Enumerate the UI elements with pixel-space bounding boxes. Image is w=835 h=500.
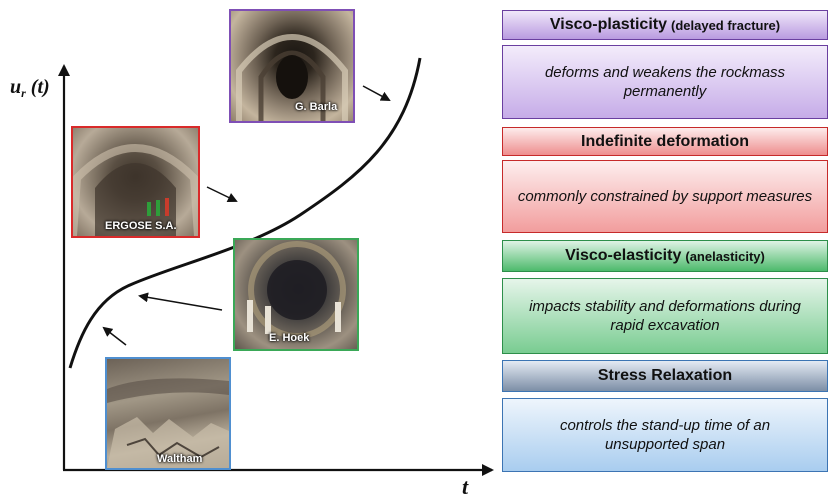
- tunnel-photo-ergose: ERGOSE S.A.: [71, 126, 200, 238]
- stage-title-text: Stress Relaxation: [598, 367, 732, 385]
- arrow-waltham: [104, 328, 126, 345]
- stage-description-visco-elasticity: impacts stability and deformations durin…: [502, 278, 828, 354]
- photo-caption-hoek: E. Hoek: [269, 332, 309, 344]
- y-axis-label: ur (t): [10, 76, 50, 101]
- arrow-ergose: [207, 187, 236, 201]
- photo-caption-ergose: ERGOSE S.A.: [105, 220, 177, 232]
- photo-caption-waltham: Waltham: [157, 453, 202, 465]
- stage-title-text: Visco-elasticity: [565, 247, 681, 265]
- arrow-barla: [363, 86, 389, 100]
- tunnel-photo-barla: G. Barla: [229, 9, 355, 123]
- tunnel-photo-waltham: Waltham: [105, 357, 231, 470]
- stage-title-visco-plasticity: Visco-plasticity (delayed fracture): [502, 10, 828, 40]
- y-axis-label-suffix: (t): [26, 76, 50, 98]
- y-axis-label-main: u: [10, 76, 21, 98]
- stage-description-stress-relaxation: controls the stand-up time of an unsuppo…: [502, 398, 828, 472]
- stage-title-note: (delayed fracture): [671, 18, 780, 33]
- stage-title-stress-relaxation: Stress Relaxation: [502, 360, 828, 392]
- rock-rubble-graphic: [107, 359, 229, 468]
- stage-description-indefinite-deformation: commonly constrained by support measures: [502, 160, 828, 233]
- stage-title-text: Visco-plasticity: [550, 16, 667, 34]
- stage-title-visco-elasticity: Visco-elasticity (anelasticity): [502, 240, 828, 272]
- stage-description-visco-plasticity: deforms and weakens the rockmass permane…: [502, 45, 828, 119]
- photo-caption-barla: G. Barla: [295, 101, 337, 113]
- stage-title-indefinite-deformation: Indefinite deformation: [502, 127, 828, 156]
- stage-title-text: Indefinite deformation: [581, 133, 749, 151]
- arrow-hoek: [140, 296, 222, 310]
- tunnel-photo-hoek: E. Hoek: [233, 238, 359, 351]
- stage-title-note: (anelasticity): [685, 249, 764, 264]
- x-axis-label: t: [462, 474, 468, 500]
